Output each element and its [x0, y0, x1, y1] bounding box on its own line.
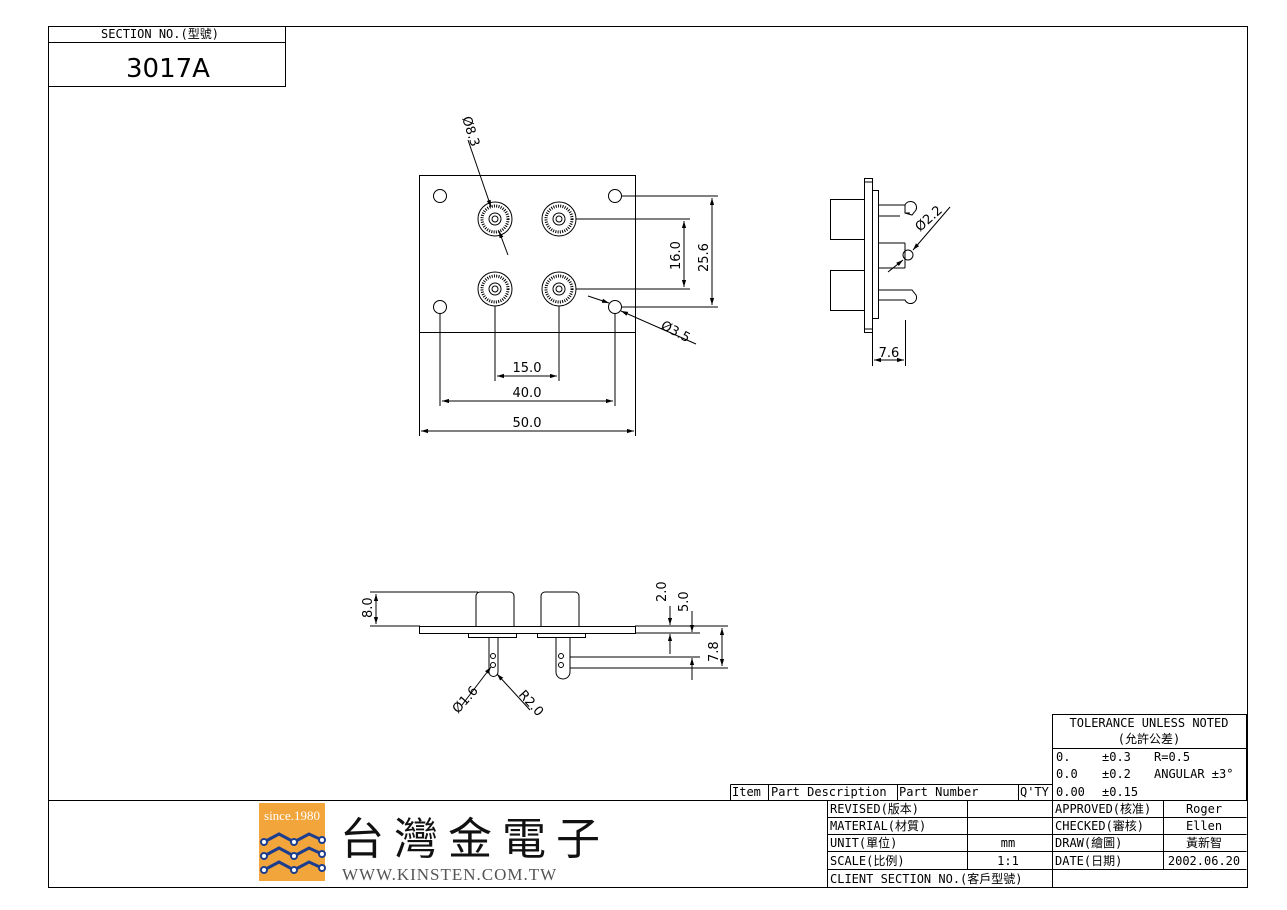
dim-8-0: 8.0 — [361, 597, 376, 618]
tolerance-cell: ±0.3 — [1102, 750, 1131, 764]
section-label: SECTION NO.(型號) — [101, 27, 219, 41]
revised-label: REVISED(版本) — [830, 802, 919, 816]
logo-company-name: 台灣金電子 — [340, 814, 610, 865]
checked-value: Ellen — [1186, 819, 1222, 833]
dim-diameter-1-6: Ø1.6 — [450, 684, 482, 717]
mount-hole — [433, 300, 447, 314]
client-section-label: CLIENT SECTION NO.(客戶型號) — [830, 871, 1023, 886]
dim-40-0: 40.0 — [513, 386, 542, 401]
rca-jack — [477, 271, 513, 307]
logo-website: WWW.KINSTEN.COM.TW — [342, 865, 557, 884]
rca-jack — [541, 271, 577, 307]
tolerance-title: TOLERANCE UNLESS NOTED — [1070, 716, 1229, 730]
dim-7-6: 7.6 — [879, 346, 900, 361]
company-logo: since.1980 台灣金電子 WWW.KINSTEN.COM.TW — [259, 803, 610, 884]
tolerance-subtitle: (允許公差) — [1118, 731, 1180, 746]
rca-jack — [477, 201, 513, 237]
bom-qty-header: Q'TY — [1020, 785, 1050, 799]
scale-label: SCALE(比例) — [830, 854, 905, 868]
tolerance-cell: ±0.15 — [1102, 785, 1138, 799]
approved-label: APPROVED(核准) — [1055, 802, 1151, 816]
tolerance-cell: 0. — [1056, 750, 1070, 764]
sheet-border — [48, 26, 1248, 888]
unit-label: UNIT(單位) — [830, 835, 897, 850]
dim-50-0: 50.0 — [513, 416, 542, 431]
bottom-view — [370, 591, 728, 711]
mount-hole — [608, 300, 622, 314]
mount-hole — [608, 189, 622, 203]
checked-label: CHECKED(審核) — [1055, 818, 1144, 833]
front-view — [419, 139, 718, 436]
dim-16-0: 16.0 — [669, 241, 684, 270]
bom-part-number-header: Part Number — [899, 785, 978, 799]
title-block — [48, 800, 1247, 888]
dim-2-0: 2.0 — [655, 581, 670, 602]
tolerance-cell: 0.00 — [1056, 785, 1085, 799]
date-value: 2002.06.20 — [1168, 854, 1240, 868]
dim-25-6: 25.6 — [697, 243, 712, 272]
logo-since-text: since.1980 — [264, 808, 320, 823]
approved-value: Roger — [1186, 802, 1222, 816]
tolerance-cell: R=0.5 — [1154, 750, 1190, 764]
draw-value: 黃新智 — [1186, 835, 1222, 850]
bom-header — [730, 784, 1053, 801]
unit-value: mm — [1001, 836, 1015, 850]
dim-5-0: 5.0 — [677, 591, 692, 612]
dim-radius-2-0: R2.0 — [515, 688, 546, 720]
date-label: DATE(日期) — [1055, 854, 1122, 868]
dim-15-0: 15.0 — [513, 361, 542, 376]
section-number-box: SECTION NO.(型號) 3017A — [48, 26, 286, 87]
dim-diameter-3-5: Ø3.5 — [658, 318, 692, 346]
tolerance-cell: ±0.2 — [1102, 767, 1131, 781]
bom-description-header: Part Description — [771, 785, 887, 799]
side-view — [830, 178, 951, 366]
tolerance-block: TOLERANCE UNLESS NOTED (允許公差) 0. ±0.3 R=… — [1052, 714, 1247, 801]
section-number: 3017A — [126, 54, 210, 84]
rca-jack — [541, 201, 577, 237]
material-label: MATERIAL(材質) — [830, 818, 926, 833]
tolerance-cell: 0.0 — [1056, 767, 1078, 781]
tolerance-cell: ANGULAR ±3° — [1154, 767, 1233, 781]
mount-hole — [433, 189, 447, 203]
dim-diameter-2-2: Ø2.2 — [913, 203, 946, 235]
bom-item-header: Item — [732, 785, 761, 799]
dim-diameter-8-3: Ø8.3 — [458, 115, 482, 149]
draw-label: DRAW(繪圖) — [1055, 835, 1122, 850]
dim-7-8: 7.8 — [707, 641, 722, 662]
scale-value: 1:1 — [997, 854, 1019, 868]
